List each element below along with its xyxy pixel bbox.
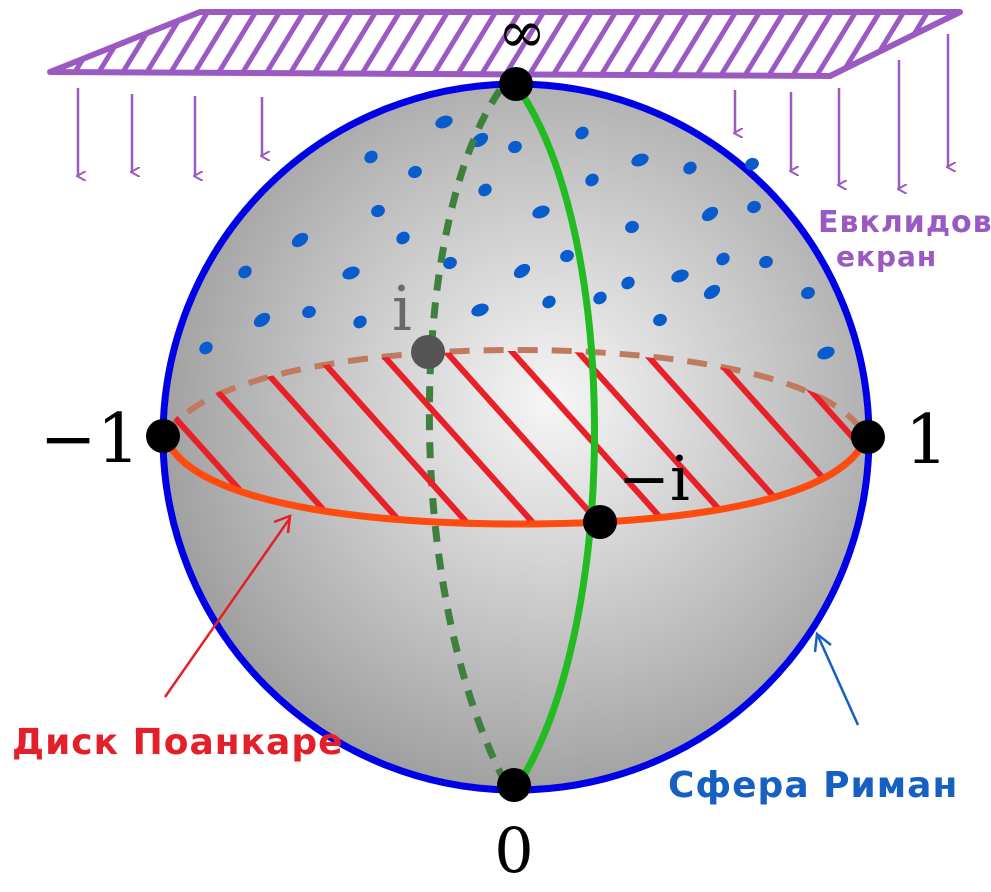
riemann-pointer-arrow [813, 631, 860, 726]
hemisphere-dot [253, 312, 271, 328]
hemisphere-dot [575, 126, 589, 140]
disk-hatch-line [239, 351, 415, 525]
hemisphere-dot [542, 295, 556, 309]
euclidean-screen-label-line1: Евклидов [818, 205, 991, 240]
euclidean-screen-label-line2: екран [836, 240, 937, 273]
front-meridian [513, 82, 598, 784]
hemisphere-dot [478, 183, 492, 197]
disk-hatch-line [371, 351, 547, 525]
point-i [411, 335, 445, 369]
riemann-sphere-label: Сфера Риман [668, 765, 958, 806]
hemisphere-dot [747, 200, 761, 214]
hemisphere-dot [683, 161, 697, 175]
hemisphere-dot [199, 341, 213, 355]
hemisphere-dot [653, 313, 667, 327]
hemisphere-dot [585, 173, 599, 187]
label-one: 1 [905, 401, 948, 480]
point-one [851, 420, 885, 454]
hemisphere-dot [716, 252, 730, 266]
hemisphere-dot [745, 157, 759, 171]
poincare-pointer-arrow [163, 514, 292, 698]
hemisphere-dot [801, 286, 815, 300]
hemisphere-dot [396, 231, 410, 245]
disk-hatch-line [437, 351, 613, 525]
disk-hatch-line [569, 351, 745, 525]
point-minus-one [146, 419, 180, 453]
hemisphere-dot [435, 115, 453, 129]
plane-hatch-line [976, 0, 991, 90]
hemisphere-dot [701, 206, 719, 222]
hemisphere-dot [353, 315, 367, 329]
hemisphere-dot [471, 132, 489, 148]
label-infinity: ∞ [498, 0, 546, 66]
hemisphere-dot [408, 165, 422, 179]
label-i: i [392, 272, 412, 345]
hemisphere-dot [364, 150, 378, 164]
poincare-disk-front-edge [162, 436, 870, 528]
hemisphere-dot [817, 346, 835, 360]
hemisphere-dot [238, 265, 252, 279]
hemisphere-dot [513, 263, 531, 279]
disk-hatch-line [305, 351, 481, 525]
plane-hatch-line [50, 12, 98, 76]
plane-hatch-line [133, 12, 194, 76]
hemisphere-dot [671, 269, 689, 283]
point-infinity [499, 67, 533, 101]
riemann-sphere [159, 80, 873, 794]
hemisphere-dot [371, 204, 385, 218]
hemisphere-dot [593, 291, 607, 305]
hemisphere-dot [302, 305, 316, 319]
hemisphere-dot [342, 266, 360, 280]
hemisphere-dot [291, 232, 309, 248]
label-zero: 0 [494, 814, 533, 887]
hemisphere-dot [759, 255, 773, 269]
point-minus-i [583, 505, 617, 539]
poincare-disk-back-edge [163, 346, 869, 440]
hemisphere-dot [560, 249, 574, 263]
label-minus-i: −i [618, 442, 690, 515]
upper-hemisphere-dots [199, 115, 835, 360]
hemisphere-dot [508, 140, 522, 154]
hemisphere-dot [631, 153, 649, 167]
point-zero [497, 768, 531, 802]
hemisphere-dot [625, 220, 639, 234]
hemisphere-dot [703, 284, 721, 300]
hemisphere-dot [443, 256, 457, 270]
hemisphere-dot [621, 276, 635, 290]
projection-arrows [78, 34, 948, 189]
hemisphere-dot [471, 303, 489, 317]
label-minus-one: −1 [40, 400, 140, 479]
poincare-disk-label: Диск Поанкаре [12, 722, 344, 763]
hemisphere-dot [532, 205, 550, 219]
